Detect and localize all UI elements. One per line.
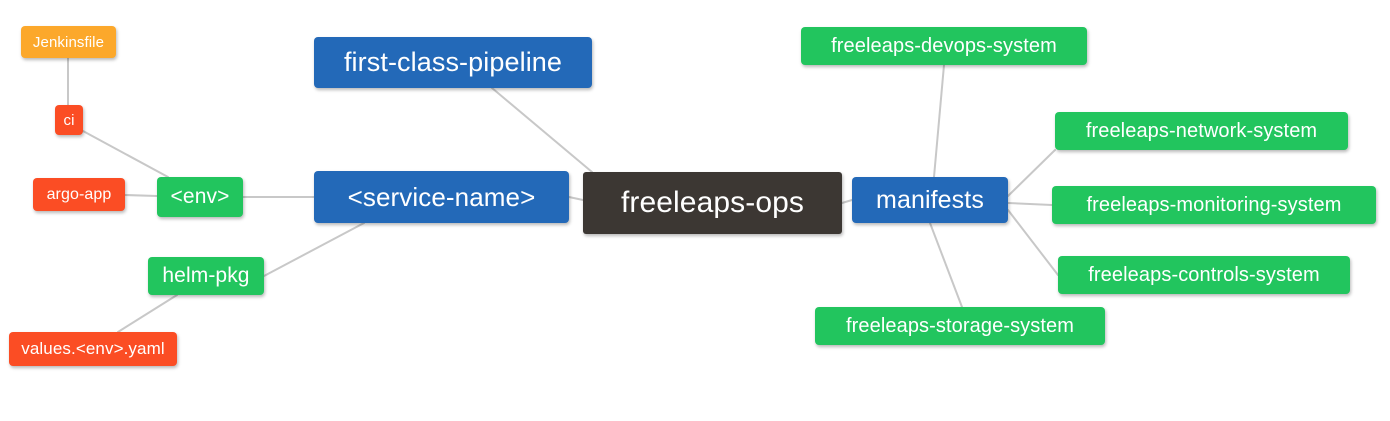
node-freeleaps-devops-system[interactable]: freeleaps-devops-system	[801, 27, 1087, 65]
edge-freeleaps-ops-to-manifests	[841, 199, 853, 204]
node-env[interactable]: <env>	[157, 177, 243, 217]
edge-manifests-to-freeleaps-monitoring-system	[1007, 202, 1053, 206]
edge-env-to-ci	[82, 130, 169, 178]
edge-env-to-argo-app	[124, 194, 158, 197]
edge-manifests-to-freeleaps-network-system	[1007, 149, 1056, 197]
edge-helm-pkg-to-values-env-yaml	[117, 294, 178, 333]
edge-service-name-to-helm-pkg	[263, 222, 365, 277]
edge-manifests-to-freeleaps-controls-system	[1007, 209, 1059, 276]
node-values-env-yaml[interactable]: values.<env>.yaml	[9, 332, 177, 366]
edge-freeleaps-ops-to-service-name	[568, 196, 584, 201]
node-freeleaps-monitoring-system[interactable]: freeleaps-monitoring-system	[1052, 186, 1376, 224]
node-argo-app[interactable]: argo-app	[33, 178, 125, 211]
node-freeleaps-controls-system[interactable]: freeleaps-controls-system	[1058, 256, 1350, 294]
edge-freeleaps-ops-to-first-class-pipeline	[491, 87, 593, 173]
node-first-class-pipeline[interactable]: first-class-pipeline	[314, 37, 592, 88]
node-ci[interactable]: ci	[55, 105, 83, 135]
edge-manifests-to-freeleaps-devops-system	[933, 64, 945, 178]
node-manifests[interactable]: manifests	[852, 177, 1008, 223]
node-freeleaps-ops[interactable]: freeleaps-ops	[583, 172, 842, 234]
node-service-name[interactable]: <service-name>	[314, 171, 569, 223]
node-freeleaps-network-system[interactable]: freeleaps-network-system	[1055, 112, 1348, 150]
node-freeleaps-storage-system[interactable]: freeleaps-storage-system	[815, 307, 1105, 345]
node-helm-pkg[interactable]: helm-pkg	[148, 257, 264, 295]
node-jenkinsfile[interactable]: Jenkinsfile	[21, 26, 116, 58]
edge-manifests-to-freeleaps-storage-system	[929, 222, 963, 308]
